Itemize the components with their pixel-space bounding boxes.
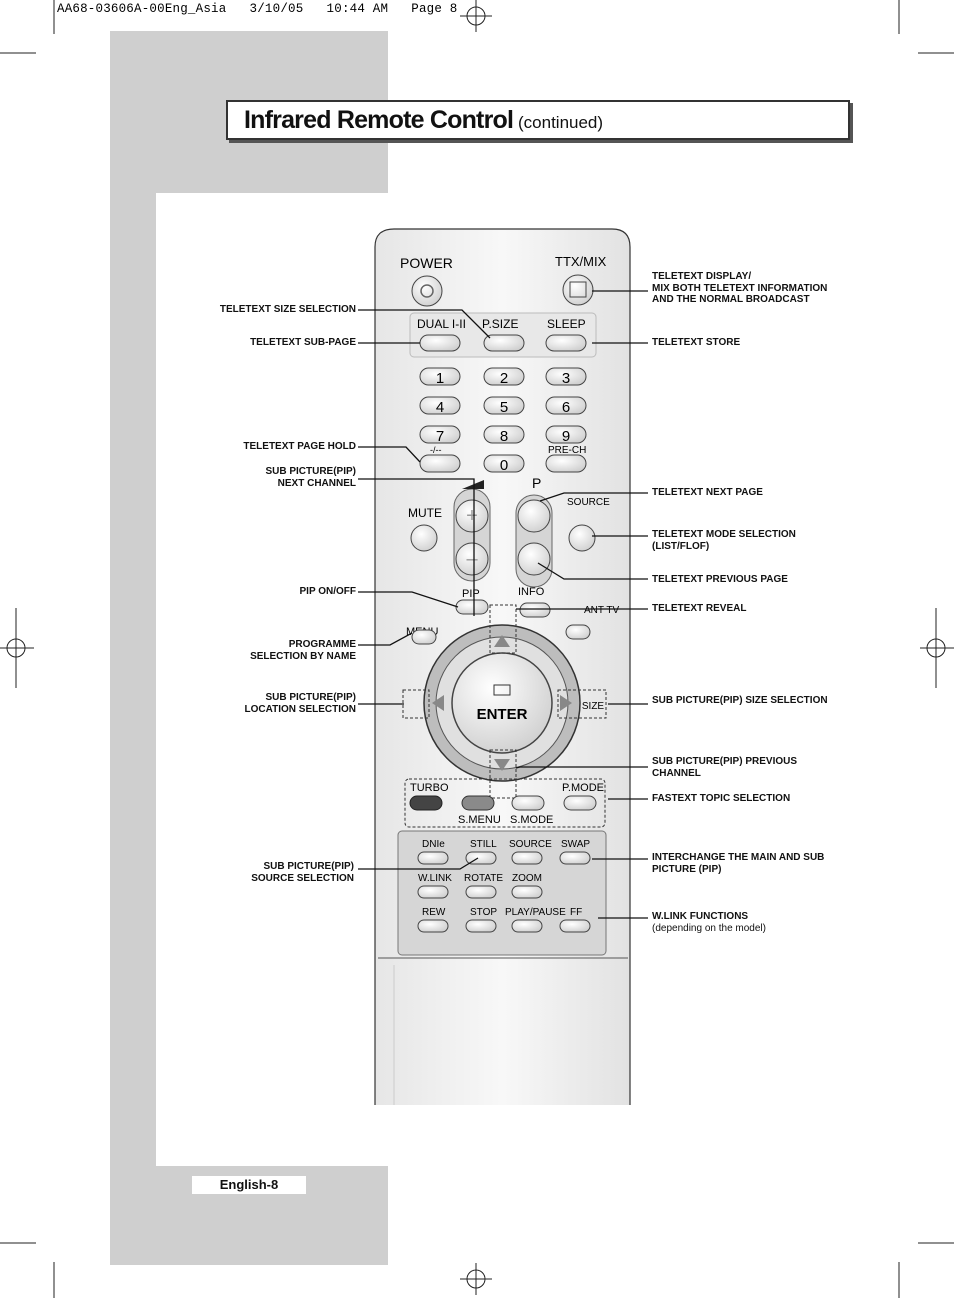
callout-pip-next-channel: SUB PICTURE(PIP)NEXT CHANNEL: [265, 466, 356, 489]
svg-text:FF: FF: [570, 907, 582, 918]
callout-pip-size: SUB PICTURE(PIP) SIZE SELECTION: [652, 695, 828, 706]
svg-text:STILL: STILL: [470, 839, 497, 850]
svg-text:S.MODE: S.MODE: [510, 814, 553, 826]
svg-text:SOURCE: SOURCE: [567, 497, 610, 508]
svg-text:+: +: [466, 505, 478, 527]
svg-text:P.MODE: P.MODE: [562, 782, 604, 794]
svg-text:3: 3: [562, 370, 570, 387]
svg-text:ZOOM: ZOOM: [512, 873, 542, 884]
power-text: POWER: [400, 255, 453, 271]
svg-text:P: P: [532, 475, 541, 491]
svg-text:-/--: -/--: [430, 445, 442, 455]
svg-text:DUAL I-II: DUAL I-II: [417, 317, 466, 331]
svg-text:STOP: STOP: [470, 907, 497, 918]
svg-text:S.MENU: S.MENU: [458, 814, 501, 826]
svg-text:SWAP: SWAP: [561, 839, 590, 850]
callout-fastext: FASTEXT TOPIC SELECTION: [652, 793, 791, 804]
gray-band-left: [110, 193, 156, 1265]
svg-text:ANT TV: ANT TV: [584, 605, 620, 616]
page-number-label: English-8: [192, 1176, 306, 1194]
callout-teletext-subpage: TELETEXT SUB-PAGE: [250, 337, 356, 348]
callout-teletext-hold: TELETEXT PAGE HOLD: [243, 441, 356, 452]
callout-pip-onoff: PIP ON/OFF: [299, 586, 357, 597]
svg-text:ROTATE: ROTATE: [464, 873, 503, 884]
svg-text:DNIe: DNIe: [422, 839, 445, 850]
page-title: Infrared Remote Control: [244, 106, 514, 134]
ttx-text: TTX/MIX: [555, 254, 607, 269]
svg-text:ENTER: ENTER: [477, 706, 528, 723]
callout-teletext-store: TELETEXT STORE: [652, 337, 741, 348]
svg-text:0: 0: [500, 457, 508, 474]
svg-text:1: 1: [436, 370, 444, 387]
callout-teletext-next: TELETEXT NEXT PAGE: [652, 487, 763, 498]
svg-text:REW: REW: [422, 907, 446, 918]
svg-text:W.LINK: W.LINK: [418, 873, 452, 884]
page-header: Infrared Remote Control (continued): [226, 100, 850, 140]
svg-text:6: 6: [562, 399, 570, 416]
remote-control: POWER TTX/MIX DUAL I-II P.SIZE SLEEP 1 2…: [374, 228, 631, 1105]
callout-pip-source: SUB PICTURE(PIP)SOURCE SELECTION: [251, 861, 354, 884]
svg-text:SIZE: SIZE: [582, 701, 605, 712]
callout-teletext-reveal: TELETEXT REVEAL: [652, 603, 747, 614]
callout-teletext-size: TELETEXT SIZE SELECTION: [219, 304, 356, 315]
callout-wlink: W.LINK FUNCTIONS(depending on the model): [652, 911, 766, 934]
svg-text:–: –: [466, 548, 478, 570]
print-slug: AA68-03606A-00Eng_Asia 3/10/05 10:44 AM …: [57, 2, 458, 16]
svg-text:2: 2: [500, 370, 508, 387]
svg-text:SLEEP: SLEEP: [547, 317, 586, 331]
svg-text:8: 8: [500, 428, 508, 445]
svg-text:5: 5: [500, 399, 508, 416]
svg-text:9: 9: [562, 428, 570, 445]
svg-text:PRE-CH: PRE-CH: [548, 445, 586, 456]
svg-text:TURBO: TURBO: [410, 782, 449, 794]
svg-text:PIP: PIP: [462, 588, 480, 600]
svg-text:7: 7: [436, 428, 444, 445]
callout-teletext-mode: TELETEXT MODE SELECTION(LIST/FLOF): [652, 529, 796, 552]
callout-pip-location: SUB PICTURE(PIP)LOCATION SELECTION: [244, 692, 356, 715]
svg-text:P.SIZE: P.SIZE: [482, 317, 518, 331]
callout-teletext-previous: TELETEXT PREVIOUS PAGE: [652, 574, 788, 585]
svg-text:4: 4: [436, 399, 444, 416]
callout-teletext-display: TELETEXT DISPLAY/MIX BOTH TELETEXT INFOR…: [652, 271, 828, 305]
page-subtitle: (continued): [518, 113, 604, 132]
svg-text:MUTE: MUTE: [408, 506, 442, 520]
svg-text:PLAY/PAUSE: PLAY/PAUSE: [505, 907, 566, 918]
svg-text:SOURCE: SOURCE: [509, 839, 552, 850]
svg-text:INFO: INFO: [518, 586, 545, 598]
